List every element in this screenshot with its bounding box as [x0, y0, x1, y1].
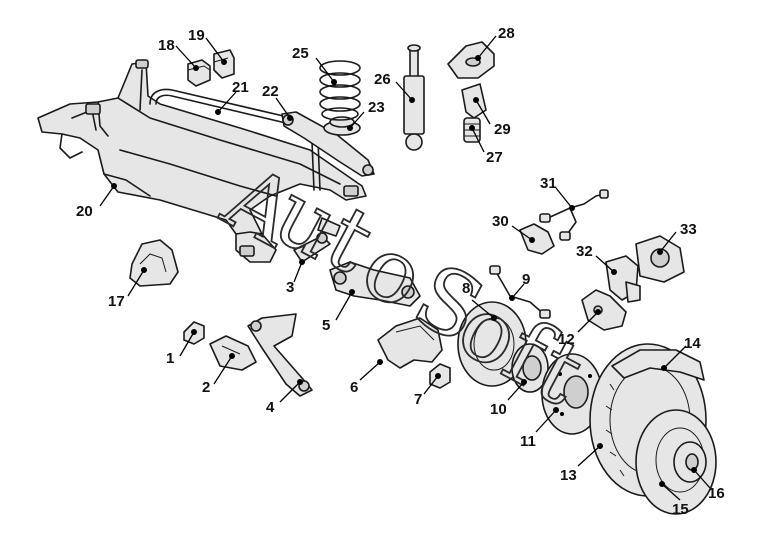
- callout-15: 15: [672, 501, 689, 518]
- callout-18: 18: [158, 37, 175, 54]
- part-10-hub-bearing: [511, 343, 549, 393]
- callout-10: 10: [490, 401, 507, 418]
- callout-28: 28: [498, 25, 515, 42]
- callout-31: 31: [540, 175, 557, 192]
- callout-8: 8: [462, 280, 470, 297]
- part-31-sensor-wiring: [539, 189, 609, 241]
- callout-17: 17: [108, 293, 125, 310]
- callout-20: 20: [76, 203, 93, 220]
- part-18-bushing: [187, 59, 211, 87]
- callout-32: 32: [576, 243, 593, 260]
- callout-14: 14: [684, 335, 701, 352]
- callout-6: 6: [350, 379, 358, 396]
- part-4-lateral-link: [247, 313, 313, 397]
- callout-29: 29: [494, 121, 511, 138]
- part-25-coil-spring: [319, 60, 361, 121]
- callout-23: 23: [368, 99, 385, 116]
- part-30-abs-sensor: [519, 223, 555, 255]
- callout-13: 13: [560, 467, 577, 484]
- callout-11: 11: [520, 433, 536, 450]
- part-20-subframe: [37, 59, 367, 263]
- callout-labels: 1 2 3 4 5 6 7 8 9 10 11 12 13 14 15 16 1…: [76, 25, 725, 518]
- callout-4: 4: [266, 399, 275, 416]
- callout-19: 19: [188, 27, 205, 44]
- callout-30: 30: [492, 213, 509, 230]
- callout-25: 25: [292, 45, 309, 62]
- callout-5: 5: [322, 317, 330, 334]
- callout-21: 21: [232, 79, 249, 96]
- part-33-caliper-housing: [635, 235, 685, 283]
- callout-27: 27: [486, 149, 503, 166]
- part-9-brake-hose: [489, 265, 551, 319]
- part-14-disc-shield: [611, 349, 705, 381]
- part-32-caliper-pads: [605, 255, 641, 303]
- callout-12: 12: [558, 331, 575, 348]
- callout-1: 1: [166, 350, 174, 367]
- callout-7: 7: [414, 391, 422, 408]
- part-2-bracket: [209, 335, 257, 371]
- part-16-hub-cap: [673, 441, 707, 483]
- callout-16: 16: [708, 485, 725, 502]
- callout-33: 33: [680, 221, 697, 238]
- part-6-wheel-carrier: [377, 317, 443, 369]
- part-3-bolt: [293, 217, 341, 263]
- part-5-control-arm: [329, 261, 421, 307]
- leader-lines: [99, 35, 711, 501]
- part-26-shock-absorber: [403, 44, 425, 151]
- callout-22: 22: [262, 83, 279, 100]
- callout-9: 9: [522, 271, 530, 288]
- callout-26: 26: [374, 71, 391, 88]
- callout-2: 2: [202, 379, 210, 396]
- part-17-rubber-mount: [129, 239, 179, 287]
- callout-3: 3: [286, 279, 294, 296]
